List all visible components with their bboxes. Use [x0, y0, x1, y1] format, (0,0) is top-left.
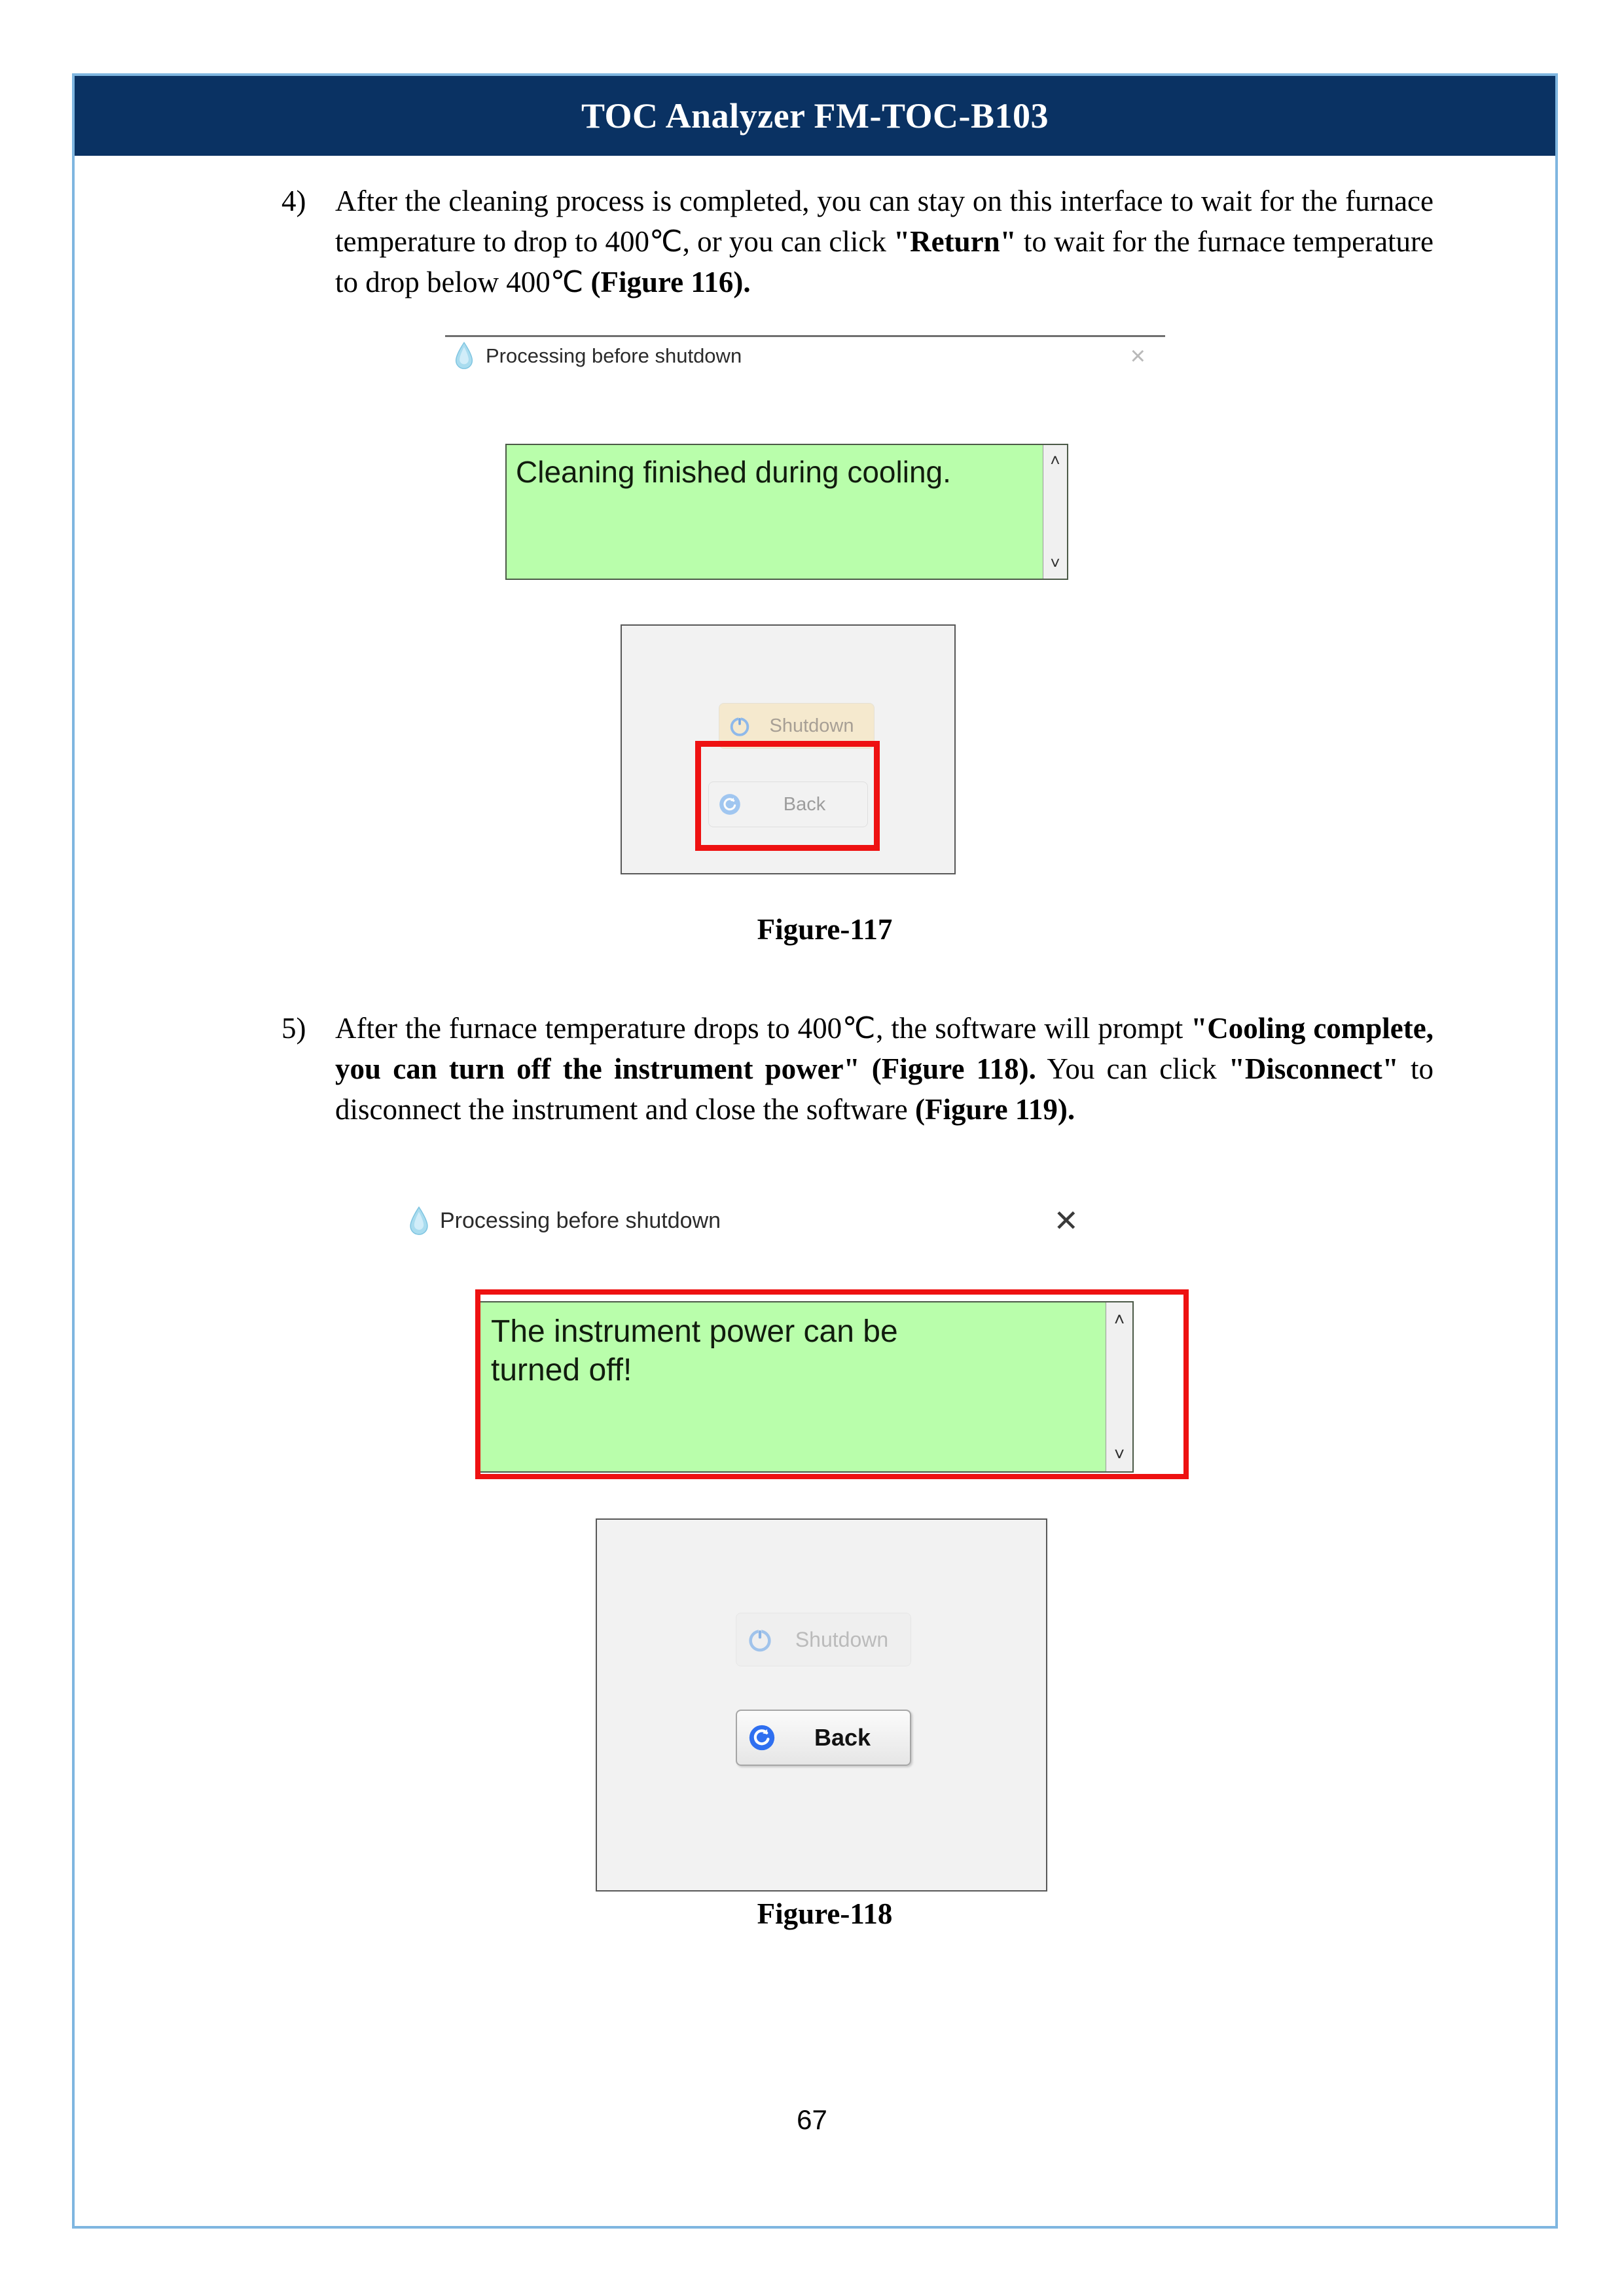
text-segment-bold: (Figure 116). — [590, 266, 751, 299]
page-title: TOC Analyzer FM-TOC-B103 — [581, 96, 1049, 135]
text-segment-bold: "Cooling complete, you can turn off the … — [335, 1012, 1434, 1086]
dialog-titlebar: Processing before shutdown × — [445, 335, 1165, 377]
list-item-text: After the cleaning process is completed,… — [335, 181, 1434, 302]
text-segment-bold: (Figure 119). — [914, 1093, 1075, 1126]
power-icon — [736, 1613, 784, 1666]
scroll-down-arrow[interactable]: ˅ — [1113, 1444, 1125, 1464]
close-icon[interactable]: × — [1130, 342, 1146, 370]
main-content-2: 5) After the furnace temperature drops t… — [281, 1008, 1434, 1130]
list-marker: 5) — [281, 1012, 306, 1045]
button-panel-118: Shutdown Back — [596, 1518, 1047, 1892]
main-content: 4) After the cleaning process is complet… — [281, 181, 1434, 302]
close-icon[interactable]: ✕ — [1053, 1204, 1079, 1238]
dialog-processing-before-shutdown-118: Processing before shutdown ✕ The instrum… — [399, 1198, 1224, 1892]
text-segment: to wait for the furnace temperature to d… — [335, 225, 1434, 299]
figure-118: Processing before shutdown ✕ The instrum… — [399, 1198, 1250, 1930]
text-segment-bold: "Disconnect" — [1228, 1052, 1399, 1086]
water-drop-icon — [407, 1206, 429, 1235]
message-textarea-117[interactable]: Cleaning finished during cooling. ˄ ˅ — [505, 444, 1068, 580]
dialog-title: Processing before shutdown — [486, 344, 742, 367]
titlebar-top-rule — [445, 335, 1165, 337]
button-panel-117: Shutdown Back — [621, 624, 956, 874]
message-text: Cleaning finished during cooling. — [516, 455, 951, 489]
vertical-scrollbar[interactable]: ˄ ˅ — [1043, 445, 1067, 579]
text-segment: After the furnace temperature drops to 4… — [335, 1012, 1191, 1045]
figure-caption-117: Figure-117 — [757, 913, 893, 946]
message-textarea-118[interactable]: The instrument power can be turned off! … — [479, 1301, 1134, 1473]
list-item: 4) After the cleaning process is complet… — [281, 181, 1434, 302]
shutdown-button[interactable]: Shutdown — [736, 1613, 911, 1666]
scroll-up-arrow[interactable]: ˄ — [1050, 450, 1060, 470]
list-marker: 4) — [281, 185, 306, 217]
message-text: The instrument power can be turned off! — [491, 1314, 898, 1388]
page-number: 67 — [797, 2104, 827, 2135]
text-segment: After the cleaning process is completed,… — [335, 185, 1434, 259]
scroll-up-arrow[interactable]: ˄ — [1113, 1309, 1125, 1329]
shutdown-button-label: Shutdown — [795, 1627, 889, 1651]
shutdown-button-label: Shutdown — [769, 715, 854, 736]
vertical-scrollbar[interactable]: ˄ ˅ — [1106, 1302, 1132, 1471]
return-arrow-icon — [737, 1710, 787, 1766]
text-segment-bold: "Return" — [893, 225, 1017, 259]
back-button[interactable]: Back — [708, 781, 868, 827]
water-drop-icon — [453, 342, 475, 370]
text-segment: to disconnect the instrument and close t… — [335, 1052, 1434, 1126]
back-button-label: Back — [814, 1724, 871, 1751]
scroll-down-arrow[interactable]: ˅ — [1050, 553, 1060, 573]
figure-caption-118: Figure-118 — [757, 1897, 893, 1930]
text-segment: You can click — [1036, 1052, 1229, 1086]
annotation-red-rectangle-117 — [695, 741, 880, 851]
back-button-label: Back — [783, 793, 826, 815]
list-item-text: After the furnace temperature drops to 4… — [335, 1008, 1434, 1130]
page-border-frame — [72, 73, 1558, 2229]
annotation-red-rectangle-118 — [475, 1289, 1189, 1479]
return-arrow-icon — [709, 781, 751, 827]
dialog-processing-before-shutdown-117: Processing before shutdown × Cleaning fi… — [445, 335, 1165, 874]
dialog-titlebar: Processing before shutdown ✕ — [399, 1198, 1224, 1244]
figure-117: Processing before shutdown × Cleaning fi… — [445, 335, 1204, 946]
document-header: TOC Analyzer FM-TOC-B103 — [75, 76, 1555, 156]
back-button[interactable]: Back — [736, 1710, 911, 1766]
power-icon — [719, 703, 760, 749]
list-item: 5) After the furnace temperature drops t… — [281, 1008, 1434, 1130]
dialog-title: Processing before shutdown — [440, 1208, 721, 1233]
